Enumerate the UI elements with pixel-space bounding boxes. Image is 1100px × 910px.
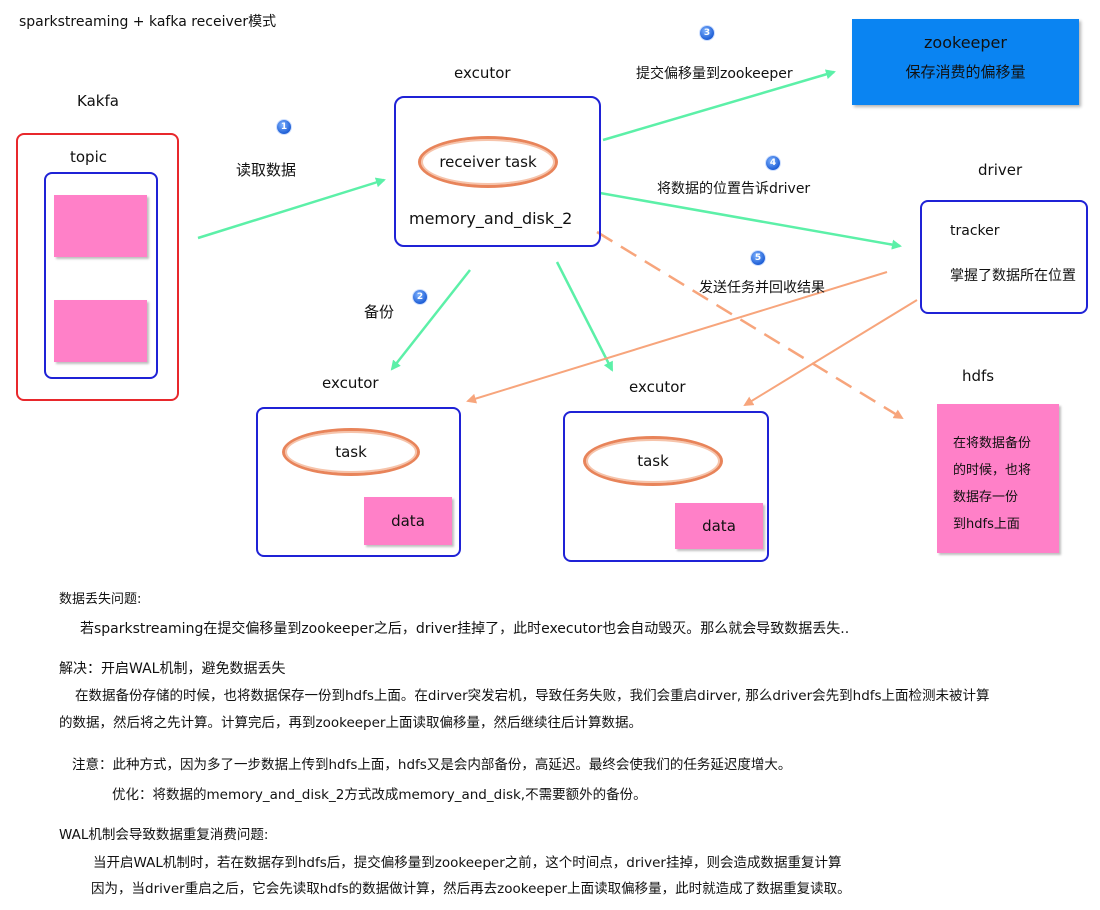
topic-box [44,172,158,379]
solution-body-1: 在数据备份存储的时候，也将数据保存一份到hdfs上面。在dirver突发宕机，导… [75,688,990,704]
arrow-to-hdfs-dashed [596,230,904,420]
data-label-left: data [391,512,425,530]
zookeeper-title: zookeeper [924,33,1007,52]
wal-body-1: 当开启WAL机制时，若在数据存到hdfs后，提交偏移量到zookeeper之前，… [93,855,842,871]
task-label-right: task [637,452,669,470]
step-label-send-task: 发送任务并回收结果 [699,280,825,296]
zookeeper-desc: 保存消费的偏移量 [905,63,1026,81]
executor-left-label: excutor [322,374,379,392]
arrow-commit-offset [602,69,836,142]
hdfs-label: hdfs [962,367,995,385]
solution-body-2: 的数据，然后将之先计算。计算完后，再到zookeeper上面读取偏移量，然后继续… [59,715,642,731]
caution-note: 注意：此种方式，因为多了一步数据上传到hdfs上面，hdfs又是会内部备份，高延… [72,757,792,773]
step-badge-2: 2 [413,290,427,304]
arrow-read-data [197,177,386,240]
driver-label: driver [978,161,1023,179]
diagram-arrows [197,69,918,420]
step-badge-5: 5 [751,251,765,265]
hdfs-box: 在将数据备份 的时候，也将 数据存一份 到hdfs上面 [937,404,1059,553]
receiver-task-label: receiver task [439,153,537,171]
step-badge-3: 3 [700,26,714,40]
storage-level-label: memory_and_disk_2 [409,209,573,228]
topic-label: topic [70,148,107,166]
arrow-backup-right [555,261,614,372]
main-executor-label: excutor [454,64,511,82]
data-loss-body: 若sparkstreaming在提交偏移量到zookeeper之后，driver… [80,621,850,637]
diagram-title: sparkstreaming + kafka receiver模式 [19,14,277,30]
arrow-task-right [743,299,918,407]
executor-right-label: excutor [629,378,686,396]
hdfs-note-line: 到hdfs上面 [953,517,1020,532]
partition-block [54,195,147,257]
partition-block [54,300,147,362]
step-label-commit-offset: 提交偏移量到zookeeper [636,66,793,82]
hdfs-note-line: 数据存一份 [953,490,1019,505]
data-loss-title: 数据丢失问题: [59,592,142,607]
step-badge-4: 4 [766,156,780,170]
wal-body-2: 因为，当driver重启之后，它会先读取hdfs的数据做计算，然后再去zooke… [91,881,851,897]
data-label-right: data [702,517,736,535]
tracker-label: tracker [950,223,1000,239]
step-badge-1: 1 [277,120,291,134]
arrow-backup-left [390,269,471,371]
data-block-right: data [675,503,763,549]
step-label-backup: 备份 [364,303,395,321]
step-label-read: 读取数据 [236,161,297,179]
zookeeper-box: zookeeper 保存消费的偏移量 [852,19,1079,105]
receiver-task-ellipse: receiver task [418,136,558,188]
arrow-task-left [466,271,888,404]
kafka-box [16,133,179,401]
hdfs-note-line: 在将数据备份 [953,436,1032,451]
driver-note: 掌握了数据所在位置 [950,268,1076,284]
task-label-left: task [335,443,367,461]
hdfs-note-line: 的时候，也将 [953,463,1032,478]
executor-left-box [256,407,461,557]
step-label-tell-driver: 将数据的位置告诉driver [657,181,811,197]
arrow-tell-driver [599,191,902,250]
wal-title: WAL机制会导致数据重复消费问题: [59,827,269,843]
main-executor-box [394,96,601,247]
data-block-left: data [364,497,452,545]
kafka-label: Kakfa [77,92,119,110]
task-ellipse-left: task [282,428,420,476]
optimize-note: 优化：将数据的memory_and_disk_2方式改成memory_and_d… [112,787,647,803]
driver-box [920,200,1088,314]
task-ellipse-right: task [583,436,723,486]
executor-right-box [563,411,769,562]
solution-title: 解决：开启WAL机制，避免数据丢失 [59,661,286,677]
